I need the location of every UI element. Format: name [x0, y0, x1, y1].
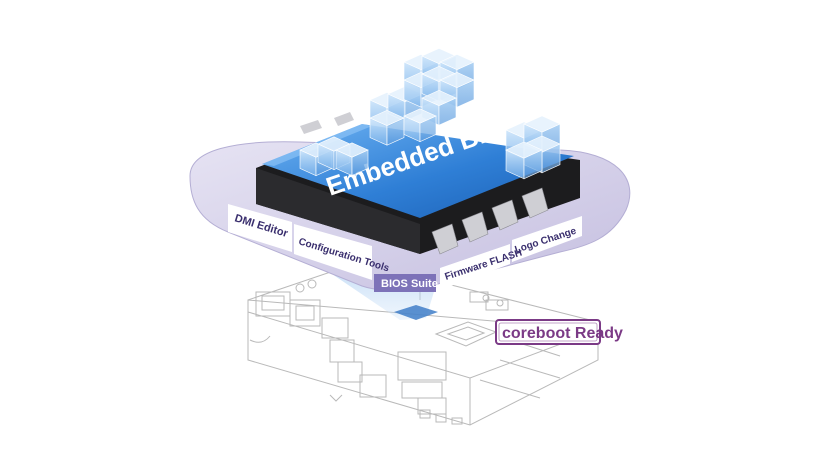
stamp-label: coreboot Ready	[502, 325, 623, 342]
cube-top	[403, 108, 437, 124]
cube-top	[335, 142, 369, 158]
chip-pins	[300, 112, 549, 255]
data-cubes	[299, 48, 561, 180]
cube-top	[439, 72, 475, 88]
cube-top	[421, 90, 457, 106]
label-bios-suite: BIOS Suite	[381, 278, 438, 290]
cube-top	[523, 115, 561, 133]
cube-top	[439, 54, 475, 70]
coreboot-ready-stamp: coreboot Ready	[495, 319, 623, 345]
label-panel-configuration-tools	[294, 224, 372, 280]
label-panel-bios-suite	[374, 274, 436, 292]
cube-top	[505, 141, 543, 159]
beam-target	[394, 305, 438, 320]
label-panel-dmi-editor	[228, 204, 292, 252]
label-panel-logo-change	[512, 216, 582, 262]
motherboard-illustration	[247, 261, 599, 426]
label-panel-firmware-flash	[440, 244, 510, 290]
